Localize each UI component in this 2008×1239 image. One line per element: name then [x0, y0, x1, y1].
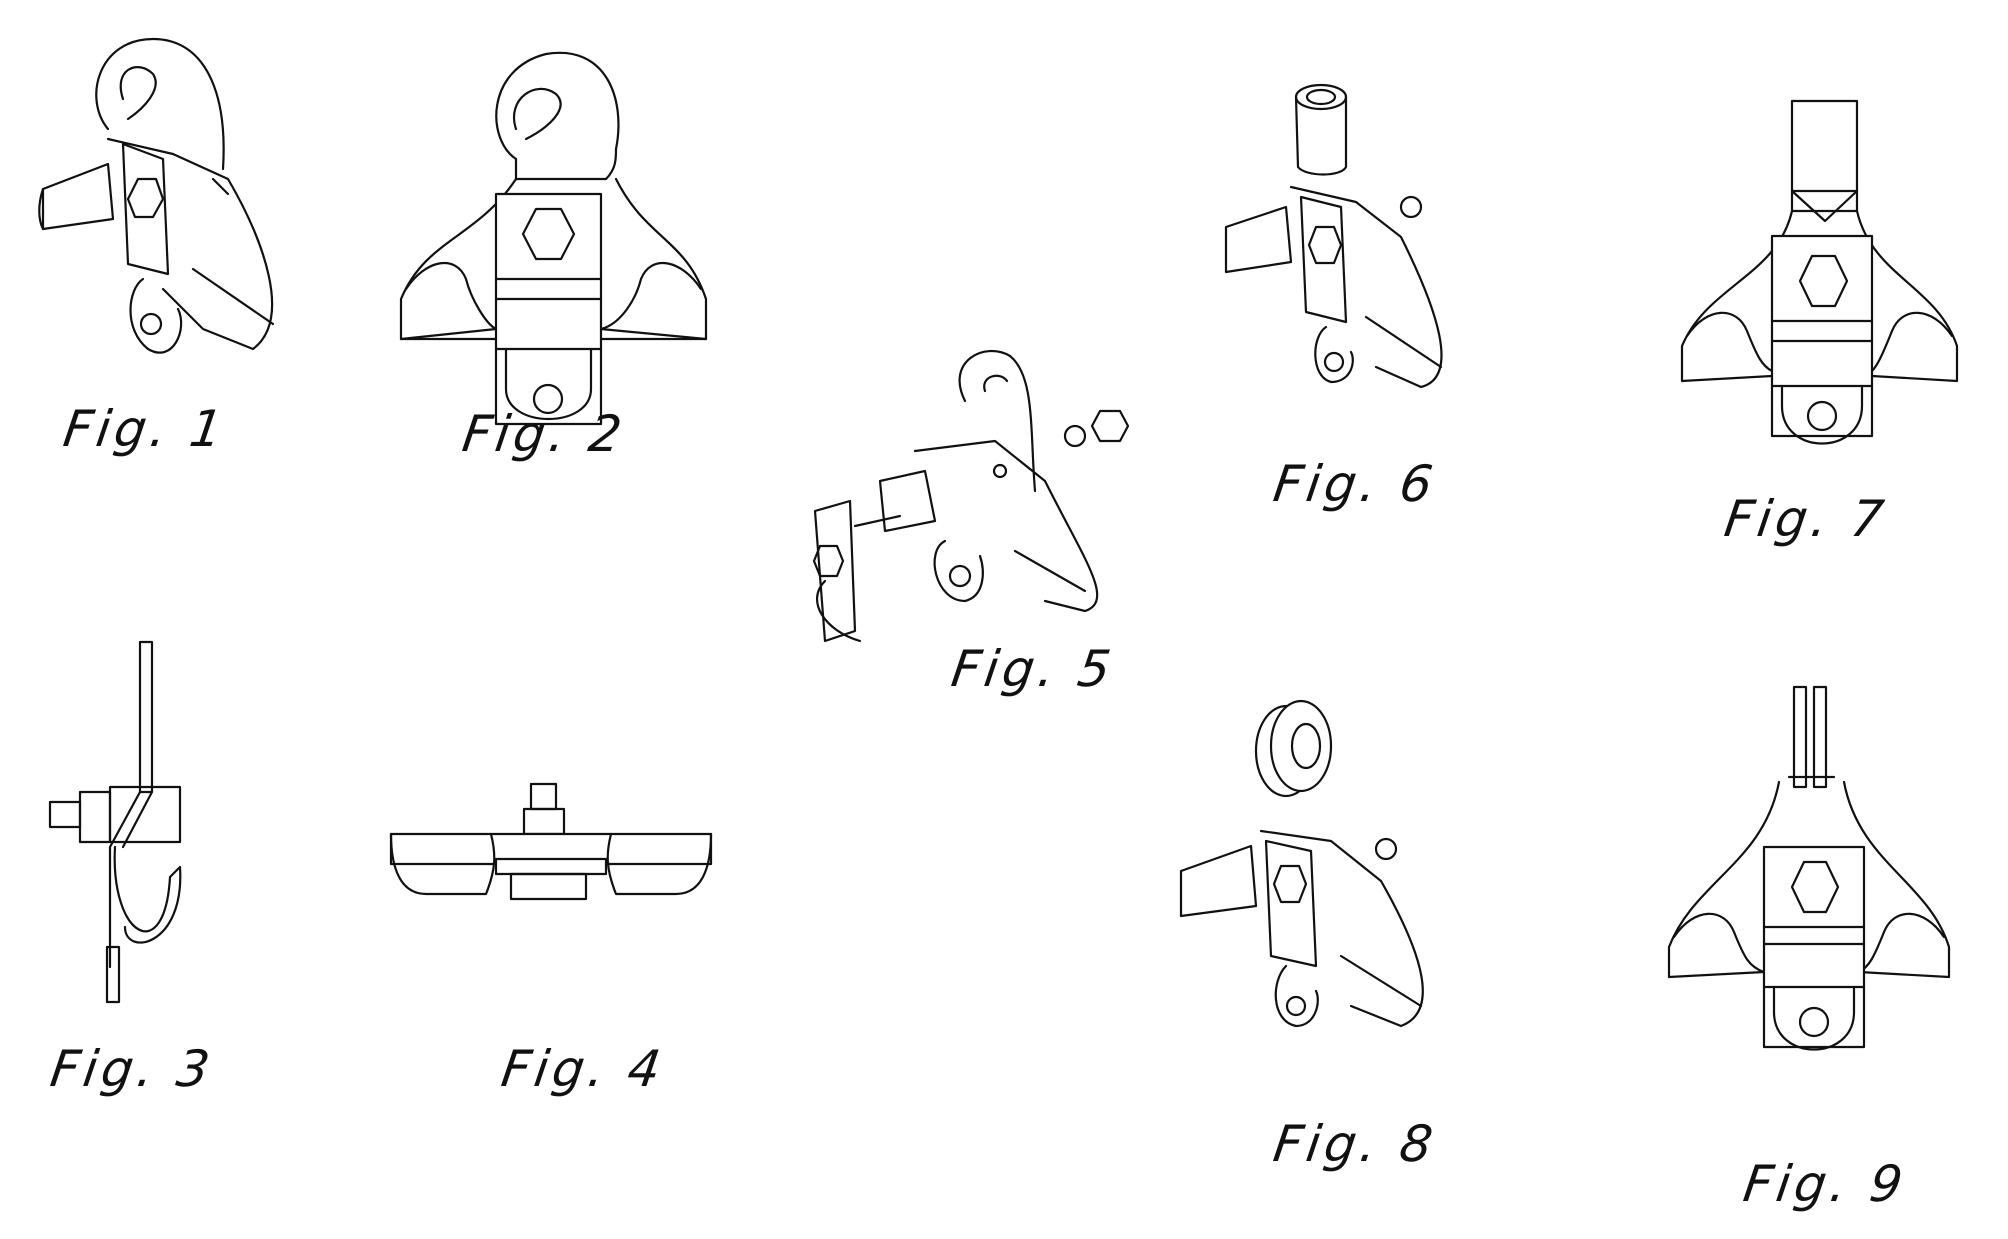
figure-2-drawing	[386, 39, 716, 426]
figure-6-label: Fig. 6	[1269, 455, 1441, 513]
figure-9-label: Fig. 9	[1739, 1155, 1911, 1213]
figure-8-drawing	[1171, 699, 1481, 1035]
figure-2-label: Fig. 2	[458, 405, 630, 463]
figure-1-drawing	[13, 19, 303, 383]
figure-4-label: Fig. 4	[497, 1040, 669, 1098]
figure-7-drawing	[1667, 96, 1967, 450]
figure-7-label: Fig. 7	[1720, 490, 1892, 548]
figure-3-drawing	[45, 637, 185, 1011]
figure-9-drawing	[1654, 682, 1964, 1066]
figure-5-drawing	[785, 341, 1165, 655]
figure-8-label: Fig. 8	[1269, 1115, 1441, 1173]
figure-3-label: Fig. 3	[46, 1040, 218, 1098]
figure-6-drawing	[1216, 77, 1486, 401]
figure-1-label: Fig. 1	[59, 400, 231, 458]
figure-5-label: Fig. 5	[947, 640, 1119, 698]
figure-4-drawing	[386, 779, 716, 913]
